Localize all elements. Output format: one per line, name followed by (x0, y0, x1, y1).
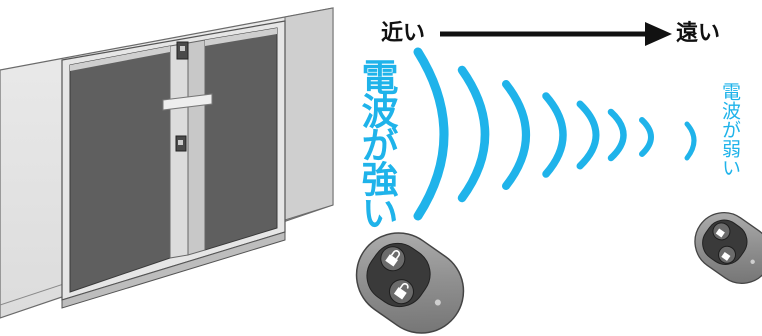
signal-wave-8 (684, 121, 697, 161)
strong-signal-label: 電波が強い (355, 58, 398, 228)
door-left-panel (69, 45, 171, 293)
near-label: 近い (381, 21, 426, 46)
signal-wave-5 (576, 100, 600, 170)
remote-control-icon (355, 232, 465, 334)
distance-arrow (440, 22, 672, 46)
signal-wave-7 (639, 117, 654, 157)
weak-signal-label: 電波が弱い (719, 82, 741, 177)
door-right-panel (204, 27, 278, 251)
signal-wave-1 (413, 47, 449, 221)
far-label: 遠い (676, 21, 721, 46)
signal-wave-6 (607, 108, 627, 162)
remote-control-far-icon (694, 212, 762, 284)
double-door-icon (61, 20, 286, 309)
signal-waves (413, 47, 697, 221)
door-handle (162, 93, 213, 111)
signal-wave-3 (502, 80, 530, 190)
signal-wave-2 (457, 65, 490, 203)
unlock-icon (388, 279, 414, 305)
lock-icon (380, 246, 406, 272)
signal-wave-4 (542, 92, 567, 178)
